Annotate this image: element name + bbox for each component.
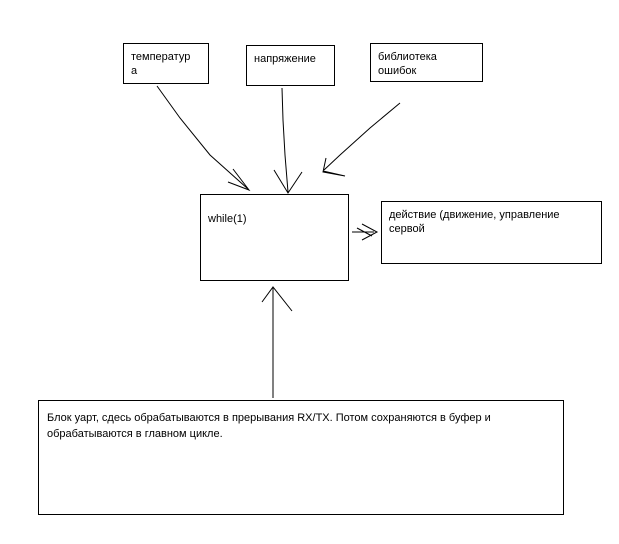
node-action-label: действие (движение, управление сервой bbox=[389, 209, 563, 235]
node-action[interactable]: действие (движение, управление сервой bbox=[381, 201, 602, 264]
edge-while-to-action bbox=[352, 223, 379, 241]
node-error-library-label: библиотека ошибок bbox=[378, 51, 440, 77]
node-while-loop-label: while(1) bbox=[208, 213, 247, 225]
edge-uart-to-while bbox=[261, 286, 293, 398]
edge-temperature-to-while bbox=[156, 85, 251, 192]
node-voltage[interactable]: напряжение bbox=[246, 45, 335, 86]
edge-voltage-to-while bbox=[273, 87, 303, 194]
edge-error-library-to-while bbox=[322, 102, 401, 177]
node-error-library[interactable]: библиотека ошибок bbox=[370, 43, 483, 82]
node-voltage-label: напряжение bbox=[254, 53, 316, 65]
node-while-loop[interactable]: while(1) bbox=[200, 194, 349, 281]
node-uart-label: Блок уарт, сдесь обрабатываются в прерыв… bbox=[47, 412, 494, 440]
node-temperature-label: температура bbox=[131, 51, 191, 77]
node-temperature[interactable]: температура bbox=[123, 43, 209, 84]
node-uart[interactable]: Блок уарт, сдесь обрабатываются в прерыв… bbox=[38, 400, 564, 515]
